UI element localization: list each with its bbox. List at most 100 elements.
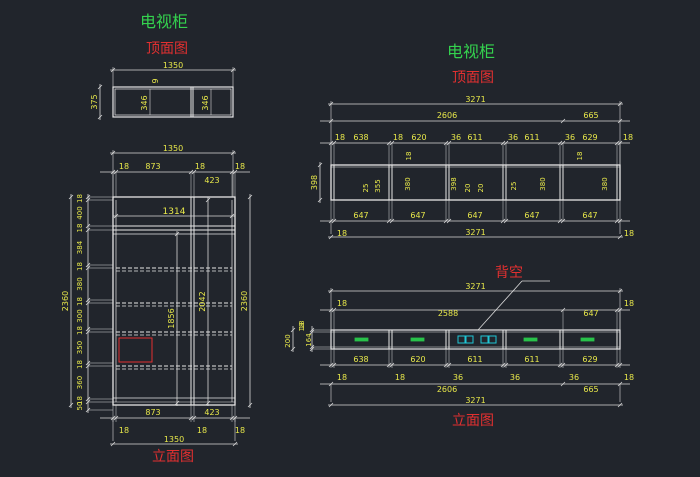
- elevation-height-text: 300: [76, 309, 84, 322]
- dimension-text: 18: [337, 299, 347, 308]
- plan-inner-text: 20: [464, 184, 472, 193]
- plan-inner-text: 355: [374, 179, 382, 192]
- elevation-height-text: 18: [76, 297, 84, 306]
- plan-inner-text: 346: [201, 95, 210, 110]
- dimension-text: 2588: [438, 309, 458, 318]
- dimension-tick: [205, 400, 211, 406]
- left-elevation-label: 立面图: [152, 449, 194, 465]
- dimension-text: 665: [583, 385, 598, 394]
- elevation-height-text: 50: [76, 402, 84, 411]
- elevation-height-text: 18: [298, 323, 306, 332]
- dimension-text: 18: [624, 299, 634, 308]
- elevation-joint-text: 18: [395, 373, 405, 382]
- dimension-text: 873: [145, 408, 160, 417]
- plan-section-text: 647: [582, 211, 597, 220]
- plan-section-text: 36: [508, 133, 518, 142]
- plan-section-text: 36: [451, 133, 461, 142]
- plan-section-text: 638: [353, 133, 368, 142]
- dimension-tick: [328, 234, 334, 240]
- dimension-tick: [68, 402, 74, 408]
- plan-inner-text: 380: [404, 177, 412, 190]
- elevation-joint-text: 18: [337, 373, 347, 382]
- plan-section-text: 647: [410, 211, 425, 220]
- elevation-height-text: 380: [76, 277, 84, 290]
- elevation-section-text: 611: [467, 355, 482, 364]
- dimension-text: 18: [337, 229, 347, 238]
- dimension-tick: [113, 213, 119, 219]
- dimension-tick: [97, 114, 103, 120]
- elevation-joint-text: 36: [569, 373, 579, 382]
- plan-section-text: 18: [623, 133, 633, 142]
- plan-inner-text: 346: [140, 95, 149, 110]
- dimension-tick: [247, 402, 253, 408]
- dimension-text: 1314: [163, 207, 186, 217]
- elevation-height-text: 18: [76, 396, 84, 405]
- plan-inner-text: 18: [576, 152, 584, 161]
- plan-thickness-text: 9: [151, 78, 160, 83]
- plan-section-text: 620: [411, 133, 426, 142]
- dimension-tick: [247, 194, 253, 200]
- dimension-text: 423: [204, 408, 219, 417]
- drawer-handle: [523, 337, 538, 342]
- plan-section-text: 629: [582, 133, 597, 142]
- dimension-tick: [205, 197, 211, 203]
- plan-inner-text: 20: [477, 184, 485, 193]
- dimension-tick: [317, 162, 323, 168]
- appliance-opening: [118, 337, 153, 363]
- socket-icon: [465, 335, 474, 344]
- dimension-text: 18: [119, 162, 129, 171]
- plan-inner-text: 380: [601, 177, 609, 190]
- dimension-text: 2042: [198, 291, 207, 311]
- elevation-joint-text: 36: [453, 373, 463, 382]
- dimension-tick: [110, 441, 116, 447]
- dimension-text: 1350: [163, 144, 183, 153]
- dimension-text: 423: [204, 176, 219, 185]
- dimension-tick: [617, 118, 623, 124]
- plan-section-text: 611: [524, 133, 539, 142]
- left-plan-outline: [112, 86, 234, 118]
- dimension-tick: [290, 327, 296, 333]
- dimension-text: 18: [119, 426, 129, 435]
- dimension-tick: [174, 400, 180, 406]
- elevation-section-text: 638: [353, 355, 368, 364]
- plan-section-text: 611: [467, 133, 482, 142]
- dimension-tick: [617, 402, 623, 408]
- elevation-joint-text: 36: [510, 373, 520, 382]
- dimension-text: 3271: [465, 95, 485, 104]
- elevation-height-text: 164: [305, 333, 313, 347]
- elevation-height-text: 200: [284, 334, 292, 347]
- plan-section-text: 647: [353, 211, 368, 220]
- socket-icon: [488, 335, 497, 344]
- elevation-height-text: 384: [76, 240, 84, 254]
- dimension-tick: [328, 402, 334, 408]
- dimension-text: 1856: [167, 308, 176, 328]
- dimension-text: 18: [195, 162, 205, 171]
- dimension-text: 873: [145, 162, 160, 171]
- leader-line: [477, 280, 523, 331]
- dimension-tick: [232, 441, 238, 447]
- elevation-height-text: 18: [76, 262, 84, 271]
- socket-icon: [480, 335, 489, 344]
- left-elevation-outline: [112, 196, 236, 406]
- elevation-height-text: 18: [76, 326, 84, 335]
- plan-inner-text: 398: [450, 177, 458, 190]
- dimension-text: 2606: [437, 385, 457, 394]
- dimension-tick: [560, 118, 566, 124]
- plan-section-text: 647: [524, 211, 539, 220]
- plan-inner-text: 25: [510, 182, 518, 191]
- plan-inner-text: 25: [362, 184, 370, 193]
- right-elevation-outline: [330, 329, 621, 350]
- left-plan-inner: [114, 88, 232, 116]
- socket-icon: [457, 335, 466, 344]
- dimension-text: 398: [310, 175, 319, 190]
- plan-section-text: 36: [565, 133, 575, 142]
- dimension-tick: [68, 194, 74, 200]
- dimension-text: 18: [624, 229, 634, 238]
- dimension-tick: [560, 381, 566, 387]
- dimension-text: 647: [583, 309, 598, 318]
- drawer-handle: [580, 337, 595, 342]
- dimension-text: 18: [197, 426, 207, 435]
- right-elevation-label: 立面图: [452, 413, 494, 429]
